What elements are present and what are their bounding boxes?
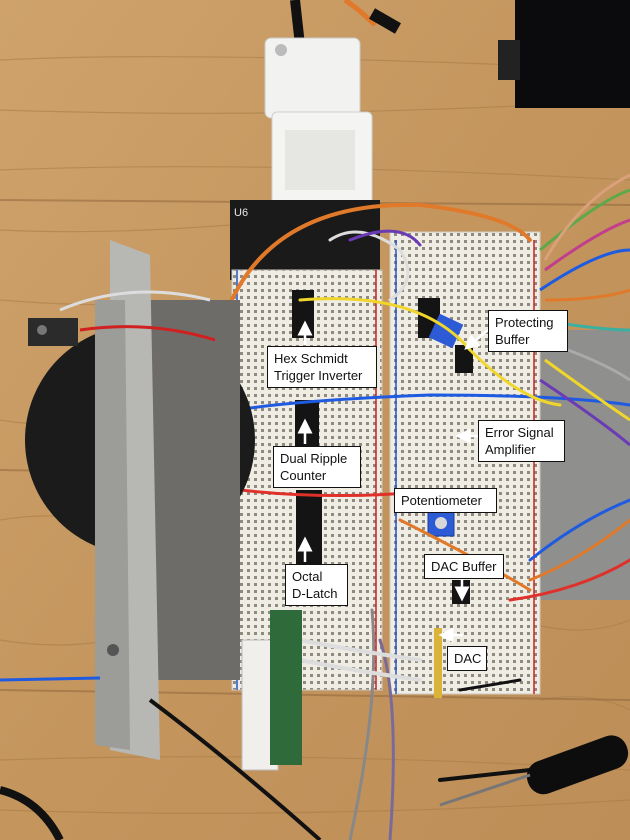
label-potentiometer: Potentiometer bbox=[394, 488, 497, 513]
label-dac: DAC bbox=[447, 646, 487, 671]
pcb-label: U6 bbox=[234, 207, 248, 219]
usb-connector bbox=[264, 37, 373, 208]
label-octal-d-latch: Octal D-Latch bbox=[285, 564, 348, 606]
black-box-switch bbox=[498, 40, 520, 80]
black-box bbox=[515, 0, 630, 108]
wires bbox=[218, 202, 630, 840]
label-dac-buffer: DAC Buffer bbox=[424, 554, 504, 579]
display-pcb bbox=[270, 610, 302, 765]
label-protecting-buffer: Protecting Buffer bbox=[488, 310, 568, 352]
label-error-signal-amplifier: Error Signal Amplifier bbox=[478, 420, 565, 462]
label-dual-ripple-counter: Dual Ripple Counter bbox=[273, 446, 361, 488]
label-hex-schmidt-trigger: Hex Schmidt Trigger Inverter bbox=[267, 346, 377, 388]
heatsink-fan bbox=[0, 240, 322, 840]
screwdriver bbox=[439, 735, 629, 807]
breadboard-right bbox=[389, 231, 541, 695]
